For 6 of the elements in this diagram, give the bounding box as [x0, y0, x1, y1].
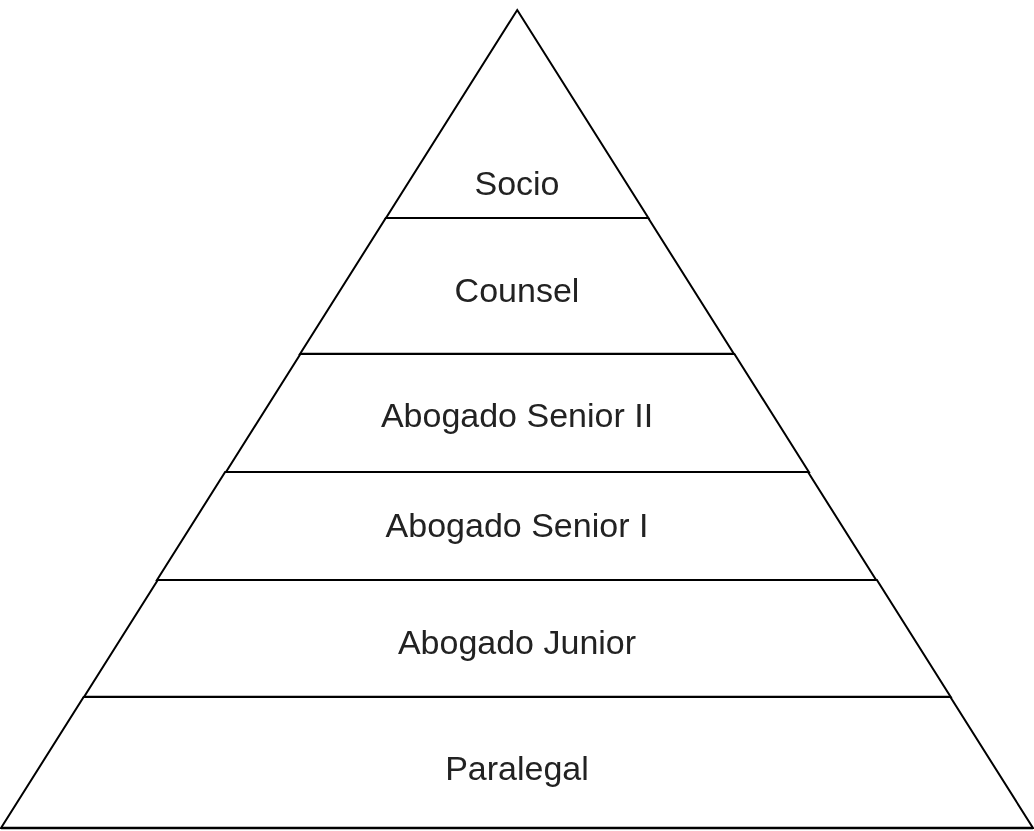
tier-label: Abogado Senior II — [380, 395, 654, 435]
tier-label: Abogado Junior — [397, 622, 637, 662]
tier-label: Socio — [474, 163, 560, 203]
tier-label: Paralegal — [445, 748, 589, 788]
tier-label: Counsel — [454, 270, 580, 310]
tier-label: Abogado Senior I — [385, 505, 649, 545]
